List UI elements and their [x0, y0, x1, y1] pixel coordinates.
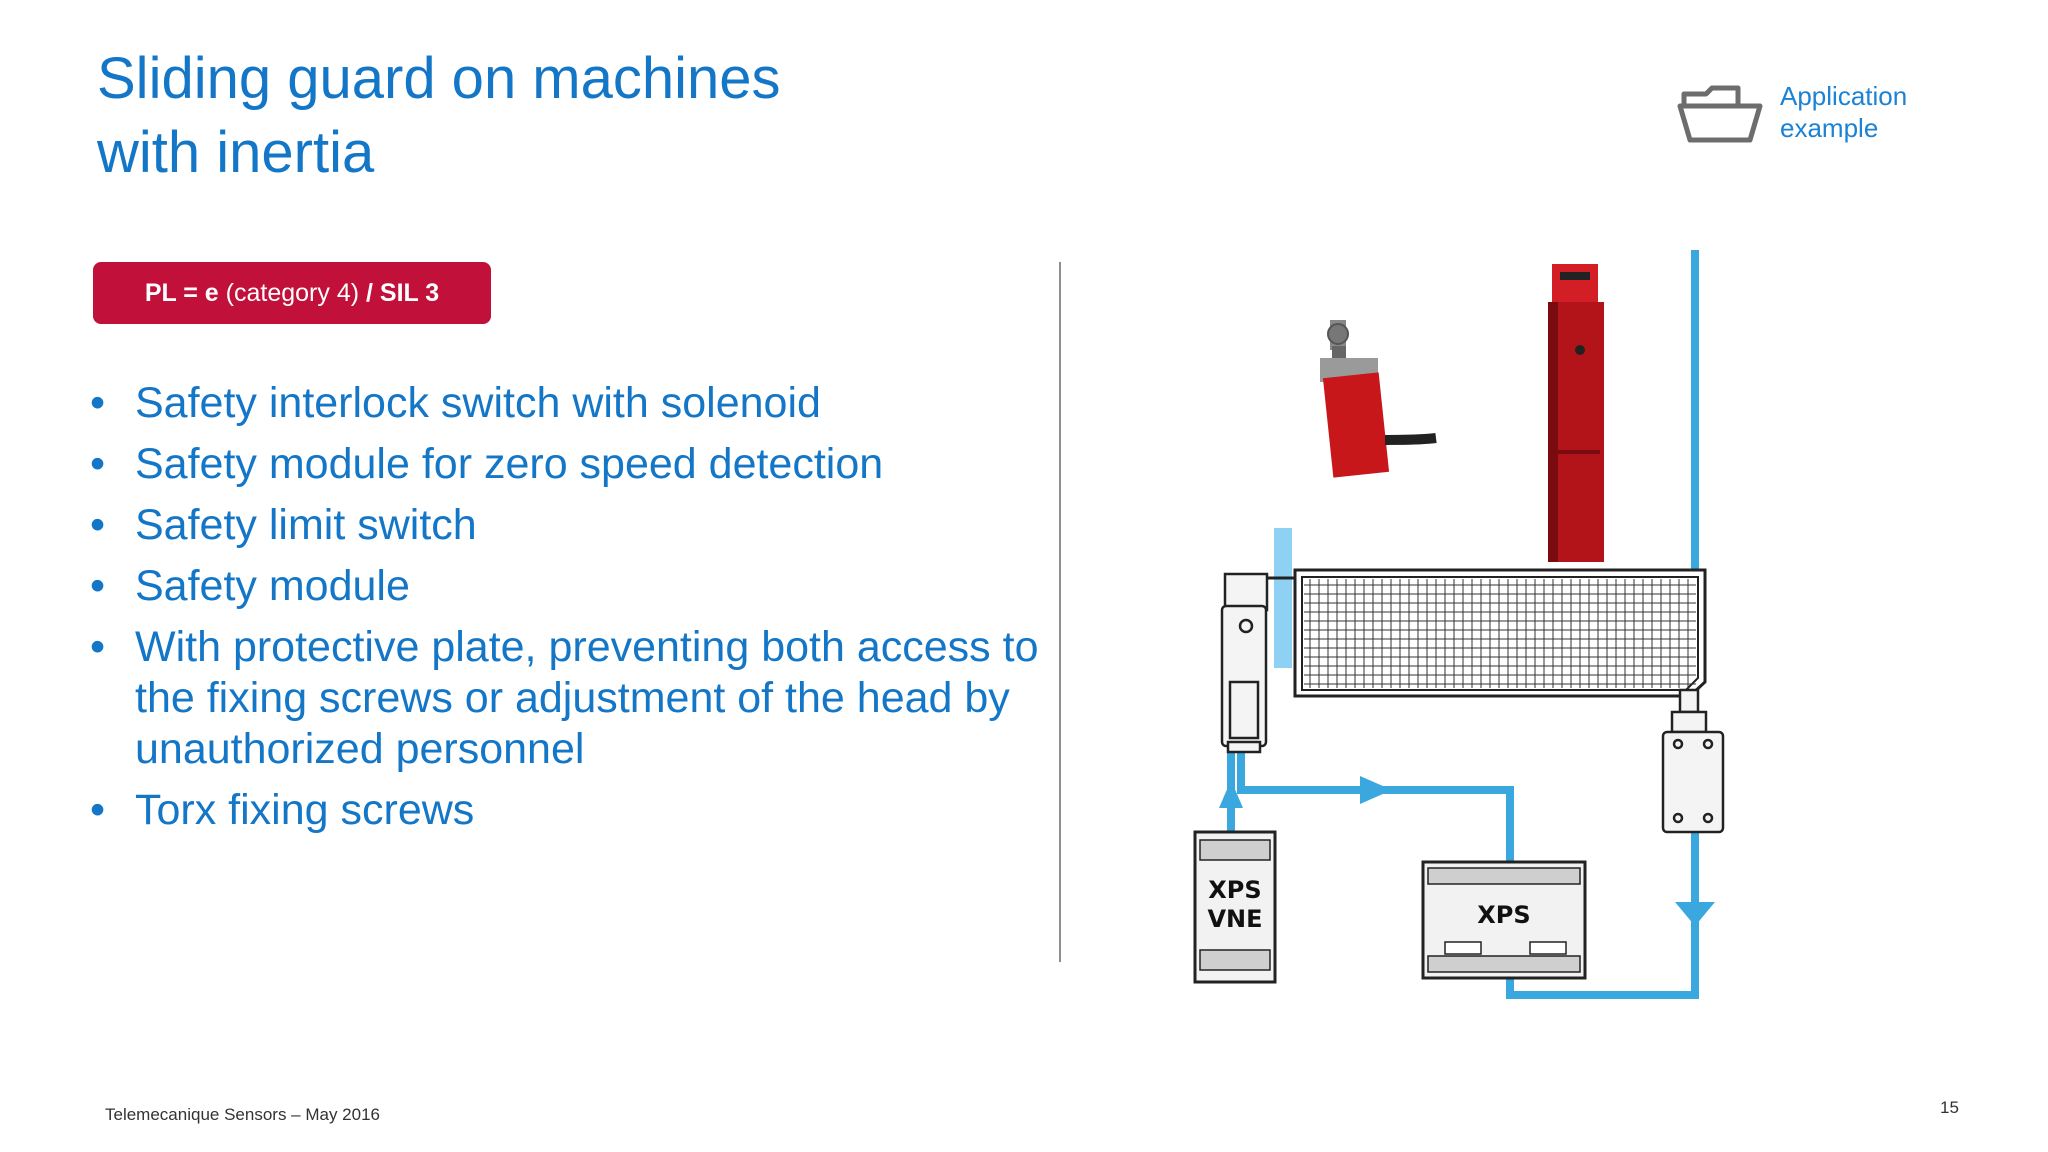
application-diagram: XPS VNE XPS	[1193, 250, 1725, 999]
list-item: Safety module	[90, 561, 1050, 612]
list-item: Torx fixing screws	[90, 785, 1050, 836]
folder-open-icon	[1677, 85, 1763, 143]
xps-vne-module: XPS VNE	[1193, 830, 1277, 984]
performance-level-badge: PL = e (category 4) / SIL 3	[93, 262, 491, 324]
module-left-line-2: VNE	[1207, 905, 1262, 933]
list-item: Safety interlock switch with solenoid	[90, 378, 1050, 429]
limit-switch-photo	[1320, 320, 1437, 478]
sliding-guard-mesh	[1267, 568, 1707, 698]
arrow-right-icon	[1360, 776, 1392, 804]
pl-label: PL = e	[144, 278, 219, 307]
arrow-down-icon	[1675, 902, 1715, 926]
list-item: Safety limit switch	[90, 500, 1050, 551]
slide-title: Sliding guard on machines with inertia	[97, 42, 997, 190]
title-line-2: with inertia	[97, 120, 375, 185]
feature-list: Safety interlock switch with solenoid Sa…	[90, 378, 1050, 846]
title-line-1: Sliding guard on machines	[97, 46, 781, 111]
vertical-divider	[1059, 262, 1061, 962]
interlock-switch-photo	[1548, 264, 1604, 562]
page-number: 15	[1940, 1098, 1959, 1117]
module-left-line-1: XPS	[1208, 876, 1261, 904]
footer-text: Telemecanique Sensors – May 2016	[105, 1105, 380, 1124]
interlock-switch-drawing	[1220, 572, 1269, 754]
app-label-line-2: example	[1780, 113, 1879, 143]
sil-label: / SIL 3	[366, 278, 440, 307]
list-item: With protective plate, preventing both a…	[90, 622, 1050, 775]
list-item: Safety module for zero speed detection	[90, 439, 1050, 490]
module-right-label: XPS	[1477, 901, 1530, 929]
limit-switch-drawing	[1661, 688, 1725, 834]
category-label: (category 4)	[225, 278, 360, 307]
application-example-label: Application example	[1780, 80, 1980, 144]
guard-rail	[1274, 528, 1292, 668]
app-label-line-1: Application	[1780, 81, 1908, 111]
arrow-up-icon	[1219, 780, 1243, 808]
xps-module: XPS	[1421, 860, 1587, 980]
